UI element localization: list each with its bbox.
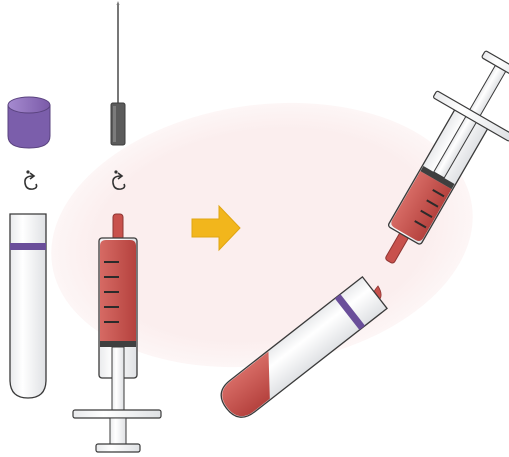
tube-cap [8,97,50,148]
needle [111,1,125,145]
twist-open-icon [25,170,37,189]
blood-tube [10,214,46,398]
tube-label-band [10,243,46,250]
